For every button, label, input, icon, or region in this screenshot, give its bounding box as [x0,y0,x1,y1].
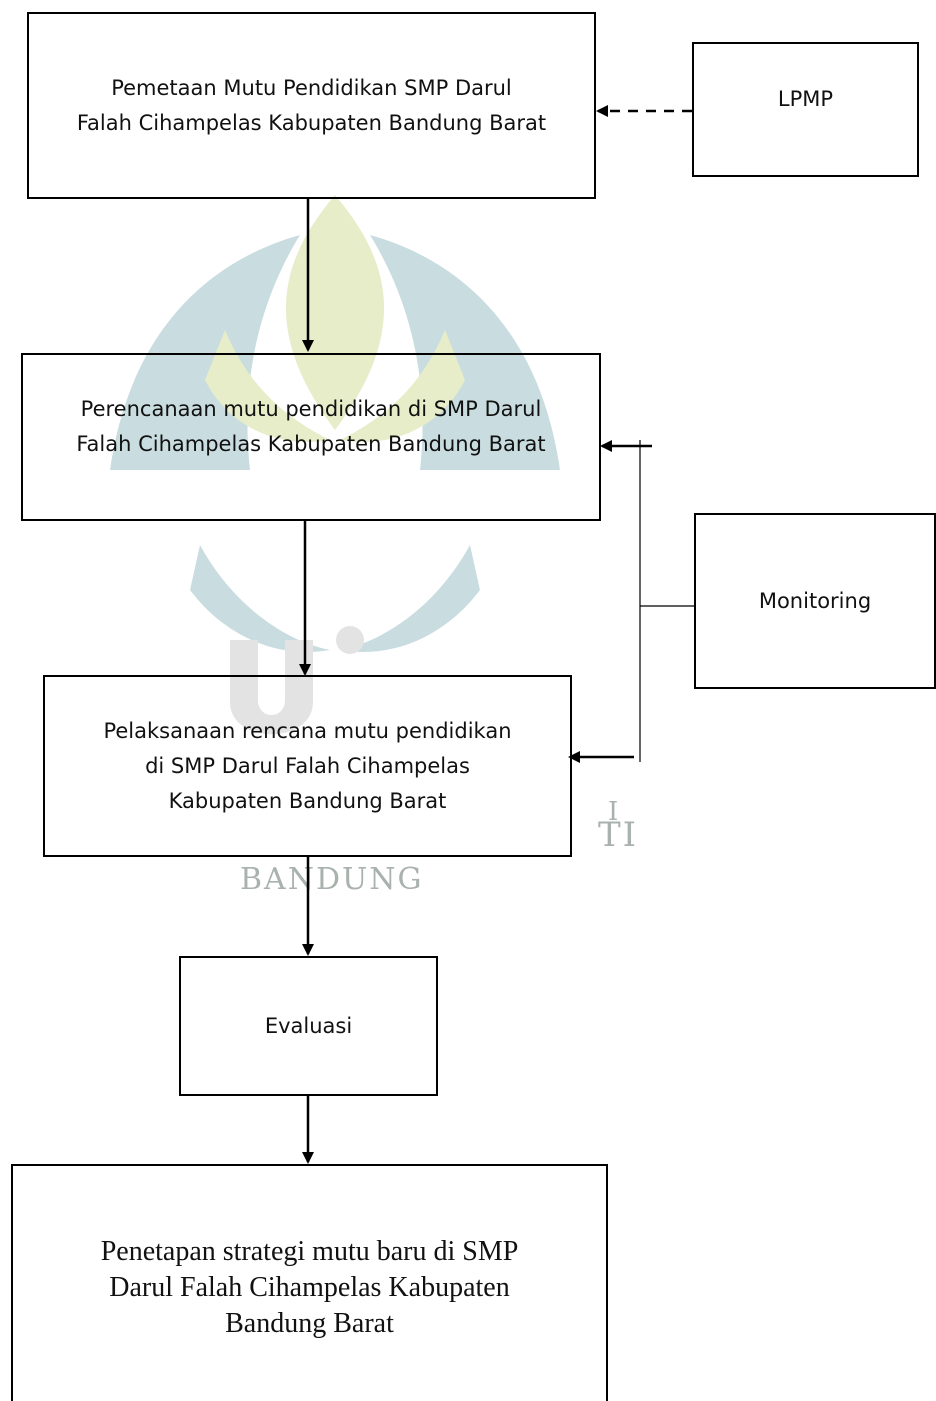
watermark-uin-dot [336,626,364,654]
node-monitoring-label: Monitoring [758,588,872,613]
watermark-green-petal-center [285,195,385,430]
node-perencanaan-label: Perencanaan mutu pendidikan di SMP Darul… [76,397,546,456]
watermark-teal-petal-left [110,235,300,470]
watermark-fragment-i: I [608,797,621,827]
node-evaluasi-label: Evaluasi [264,1013,353,1038]
node-monitoring: Monitoring [694,513,936,689]
watermark-teal-petal-right [370,235,560,470]
node-pelaksanaan: Pelaksanaan rencana mutu pendidikan di S… [43,675,572,857]
watermark-teal-wing-right [340,545,480,652]
node-lpmp: LPMP [692,42,919,177]
node-pelaksanaan-label: Pelaksanaan rencana mutu pendidikan di S… [103,718,512,813]
node-pemetaan: Pemetaan Mutu Pendidikan SMP Darul Falah… [27,12,596,199]
watermark-green-petal-left [205,330,330,442]
watermark-green-petal-right [340,330,465,442]
node-penetapan: Penetapan strategi mutu baru di SMP Daru… [11,1164,608,1401]
node-penetapan-label: Penetapan strategi mutu baru di SMP Daru… [100,1236,519,1339]
watermark-fragment-ti: TI [598,815,639,855]
node-lpmp-label: LPMP [777,87,834,111]
watermark-bandung-text: BANDUNG [240,862,424,897]
watermark-uin-shape [230,640,313,735]
watermark-teal-wing-left [190,545,330,652]
node-perencanaan: Perencanaan mutu pendidikan di SMP Darul… [21,353,601,521]
node-evaluasi: Evaluasi [179,956,438,1096]
node-pemetaan-label: Pemetaan Mutu Pendidikan SMP Darul Falah… [76,75,547,135]
